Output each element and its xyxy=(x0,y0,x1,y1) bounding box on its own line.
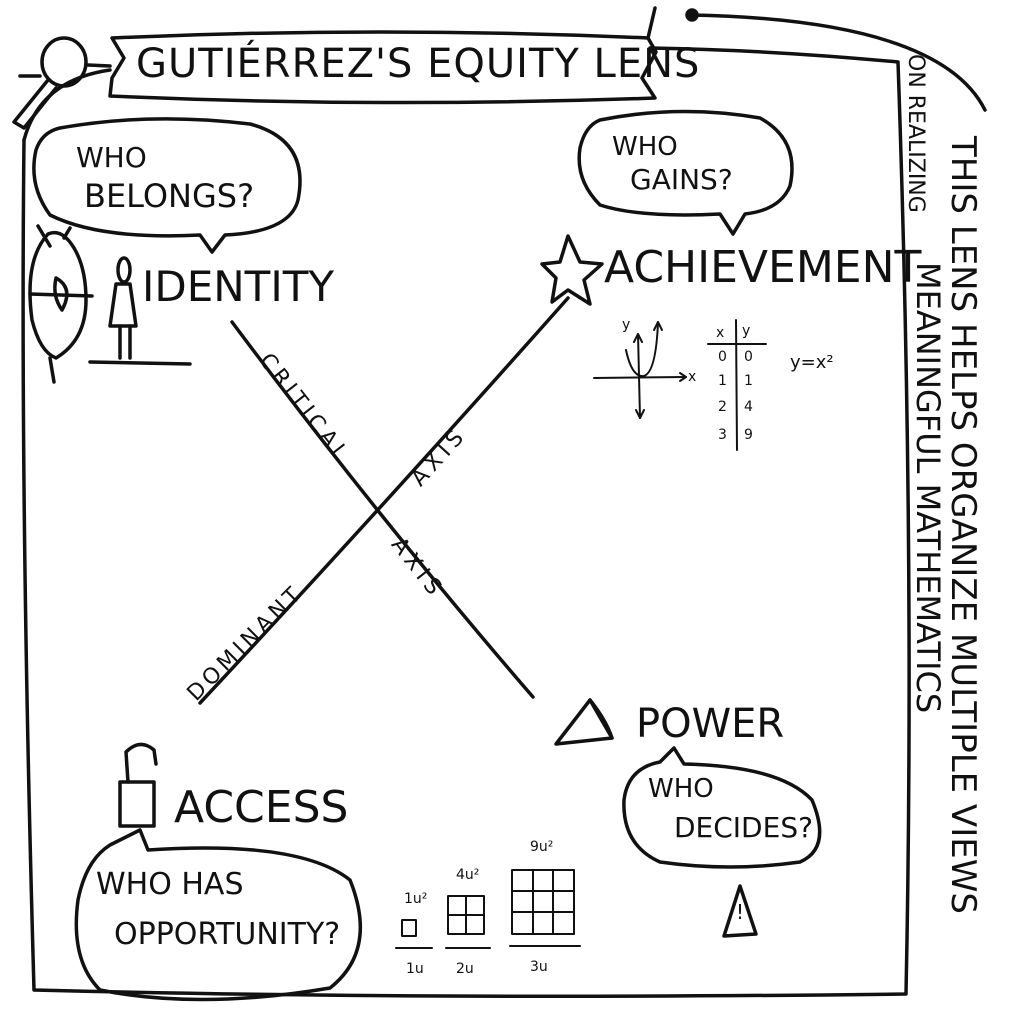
table-vertical xyxy=(735,319,738,451)
side-note-line3: MEANINGFUL MATHEMATICS xyxy=(909,262,947,714)
power-question-2: DECIDES? xyxy=(674,811,813,844)
table-cell: 0 xyxy=(718,349,727,365)
bubble-belongs xyxy=(32,117,302,254)
frame-outline xyxy=(21,46,911,998)
bubble-opportunity xyxy=(74,828,362,1002)
table-header-y: y xyxy=(742,323,751,339)
table-cell: 0 xyxy=(744,349,753,365)
achievement-question-1: WHO xyxy=(612,132,678,162)
table-cell: 2 xyxy=(718,399,727,415)
access-question-1: WHO HAS xyxy=(96,867,244,902)
side-label-3: 3u xyxy=(530,959,548,975)
person-icon xyxy=(88,256,192,366)
side-note-line2: ON REALIZING xyxy=(903,54,928,213)
critical-axis-line xyxy=(230,320,535,699)
table-cell: 1 xyxy=(744,373,753,389)
side-label-1: 1u xyxy=(406,961,424,977)
page-title: GUTIÉRREZ'S EQUITY LENS xyxy=(136,41,701,87)
side-label-2: 2u xyxy=(456,961,474,977)
triangle-icon xyxy=(554,698,614,746)
table-cell: 9 xyxy=(744,427,753,443)
dominant-axis-line xyxy=(198,296,570,705)
achievement-question-2: GAINS? xyxy=(630,163,733,196)
identity-question-1: WHO xyxy=(76,141,147,174)
table-cell: 1 xyxy=(718,373,727,389)
ribbon-tail xyxy=(646,6,657,40)
power-label: POWER xyxy=(636,701,785,747)
graph-x-label: x xyxy=(688,369,697,385)
square-3u xyxy=(511,869,575,935)
head-map-icon xyxy=(28,224,94,384)
warning-icon xyxy=(722,884,758,938)
achievement-label: ACHIEVEMENT xyxy=(604,242,922,293)
access-label: ACCESS xyxy=(174,782,349,833)
power-question-1: WHO xyxy=(648,774,714,804)
square-1u xyxy=(401,919,417,937)
side-note-line1: THIS LENS HELPS ORGANIZE MULTIPLE VIEWS xyxy=(943,136,983,914)
table-header-x: x xyxy=(716,325,725,341)
bubble-decides xyxy=(622,746,822,869)
title-ribbon xyxy=(108,30,658,105)
area-label-2: 4u² xyxy=(456,867,480,883)
bubble-gains xyxy=(577,109,794,236)
identity-question-2: BELONGS? xyxy=(84,177,255,215)
power-warning-mark: ! xyxy=(736,900,745,924)
star-icon xyxy=(540,234,604,306)
equation: y=x² xyxy=(790,352,834,373)
table-cell: 4 xyxy=(744,399,753,415)
magnifier-icon xyxy=(12,36,112,130)
connector-line xyxy=(690,13,987,112)
graph-y-label: y xyxy=(622,317,631,333)
table-cell: 3 xyxy=(718,427,727,443)
access-question-2: OPPORTUNITY? xyxy=(114,917,341,952)
parabola-curve xyxy=(625,321,659,378)
area-label-1: 1u² xyxy=(404,891,428,907)
area-label-3: 9u² xyxy=(530,839,554,855)
padlock-icon xyxy=(118,742,158,828)
identity-label: IDENTITY xyxy=(142,262,335,311)
